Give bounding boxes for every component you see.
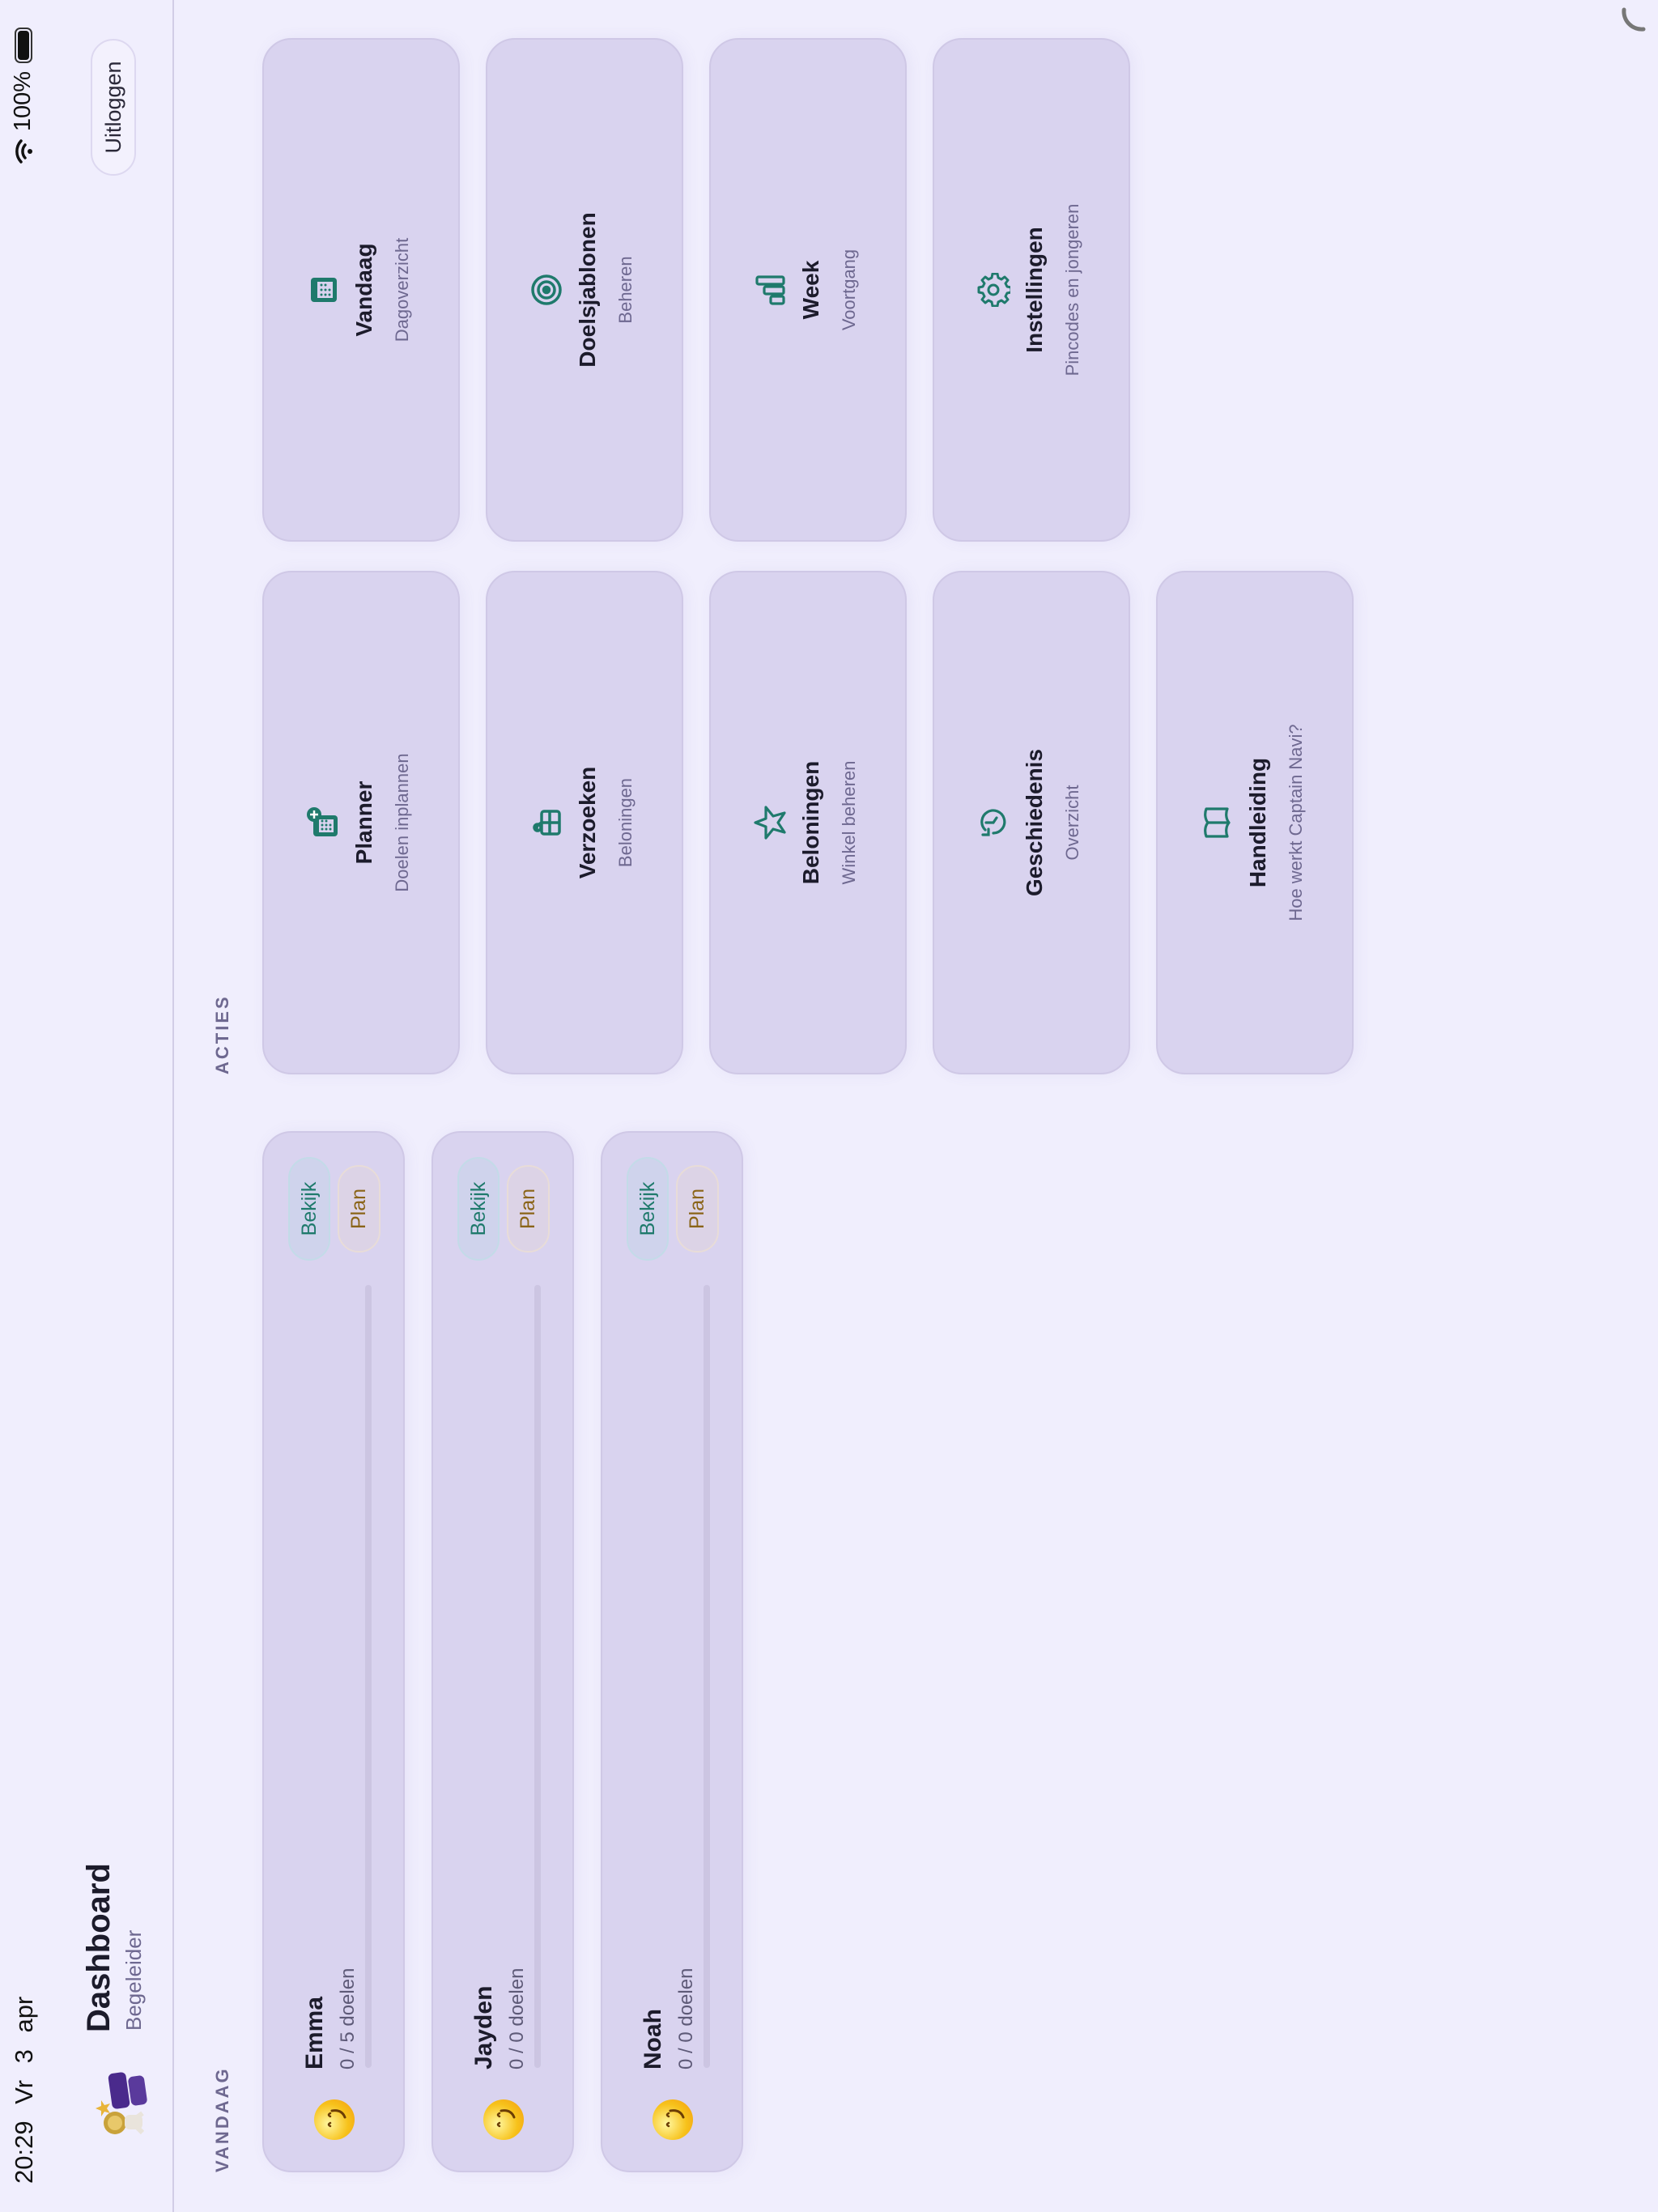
battery-icon xyxy=(14,28,32,63)
star-icon xyxy=(753,572,787,1073)
book-icon xyxy=(1200,572,1234,1073)
target-icon xyxy=(529,40,563,540)
child-name: Jayden xyxy=(470,1985,497,2069)
logout-button[interactable]: Uitloggen xyxy=(91,39,136,176)
header-divider xyxy=(172,0,174,2212)
view-child-button[interactable]: Bekijk xyxy=(627,1157,669,1261)
action-subtitle: Overzicht xyxy=(1062,785,1082,861)
action-title: Vandaag xyxy=(351,243,376,337)
child-name: Noah xyxy=(640,2009,666,2069)
action-title: Geschiedenis xyxy=(1022,748,1047,897)
action-subtitle: Hoe werkt Captain Navi? xyxy=(1286,724,1306,921)
page-title: Dashboard xyxy=(81,1863,117,2032)
plan-child-button[interactable]: Plan xyxy=(676,1165,719,1253)
action-subtitle: Doelen inplannen xyxy=(392,753,412,892)
action-subtitle: Beheren xyxy=(615,256,636,324)
action-subtitle: Voortgang xyxy=(839,249,859,331)
child-goal-count: 0 / 5 doelen xyxy=(337,1967,359,2069)
plan-child-button[interactable]: Plan xyxy=(338,1165,380,1253)
loading-spinner-icon xyxy=(1622,7,1646,32)
captain-navi-logo xyxy=(91,2071,155,2141)
action-card-beloningen[interactable]: Beloningen Winkel beheren xyxy=(709,571,907,1074)
smiley-avatar-icon xyxy=(314,2099,355,2140)
wifi-icon xyxy=(15,139,32,164)
action-card-verzoeken[interactable]: Verzoeken Beloningen xyxy=(486,571,683,1074)
child-card: Noah 0 / 0 doelen Bekijk Plan xyxy=(601,1131,743,2172)
page-subtitle: Begeleider xyxy=(121,1929,146,2031)
view-child-button[interactable]: Bekijk xyxy=(288,1157,330,1261)
actions-section-label: ACTIES xyxy=(212,994,232,1074)
child-card: Emma 0 / 5 doelen Bekijk Plan xyxy=(262,1131,405,2172)
child-progress-bar xyxy=(365,1285,372,2068)
plan-child-button[interactable]: Plan xyxy=(507,1165,550,1253)
smiley-avatar-icon xyxy=(653,2099,693,2140)
action-title: Planner xyxy=(351,781,376,865)
child-goal-count: 0 / 0 doelen xyxy=(675,1967,697,2069)
time: 20:29 xyxy=(10,2121,38,2184)
action-title: Doelsjablonen xyxy=(575,212,600,368)
action-title: Verzoeken xyxy=(575,766,600,879)
action-card-doelsjablonen[interactable]: Doelsjablonen Beheren xyxy=(486,38,683,542)
child-name: Emma xyxy=(301,1996,328,2069)
child-card: Jayden 0 / 0 doelen Bekijk Plan xyxy=(432,1131,574,2172)
action-subtitle: Beloningen xyxy=(615,777,636,868)
smiley-avatar-icon xyxy=(483,2099,524,2140)
action-subtitle: Pincodes en jongeren xyxy=(1062,203,1082,376)
action-subtitle: Winkel beheren xyxy=(839,760,859,885)
action-title: Handleiding xyxy=(1245,757,1270,888)
action-card-geschiedenis[interactable]: Geschiedenis Overzicht xyxy=(933,571,1130,1074)
action-card-planner[interactable]: Planner Doelen inplannen xyxy=(262,571,460,1074)
date: Vr 3 apr xyxy=(10,1996,38,2104)
gift-icon xyxy=(529,572,563,1073)
child-progress-bar xyxy=(704,1285,710,2068)
status-time: 20:29 Vr 3 apr xyxy=(10,1997,39,2184)
action-title: Beloningen xyxy=(798,760,823,885)
calendar-plus-icon xyxy=(306,572,340,1073)
action-title: Instellingen xyxy=(1022,227,1047,353)
history-icon xyxy=(976,572,1010,1073)
child-goal-count: 0 / 0 doelen xyxy=(506,1967,528,2069)
action-card-handleiding[interactable]: Handleiding Hoe werkt Captain Navi? xyxy=(1156,571,1354,1074)
today-section-label: VANDAAG xyxy=(212,2066,232,2172)
gear-icon xyxy=(976,40,1010,540)
status-indicators: 100% xyxy=(10,28,36,164)
action-card-week[interactable]: Week Voortgang xyxy=(709,38,907,542)
action-card-vandaag[interactable]: Vandaag Dagoverzicht xyxy=(262,38,460,542)
child-progress-bar xyxy=(534,1285,541,2068)
battery-percent: 100% xyxy=(10,71,36,132)
calendar-icon xyxy=(306,40,340,540)
action-title: Week xyxy=(798,260,823,320)
action-subtitle: Dagoverzicht xyxy=(392,237,412,342)
action-card-instellingen[interactable]: Instellingen Pincodes en jongeren xyxy=(933,38,1130,542)
view-child-button[interactable]: Bekijk xyxy=(457,1157,500,1261)
bar-chart-icon xyxy=(753,40,787,540)
